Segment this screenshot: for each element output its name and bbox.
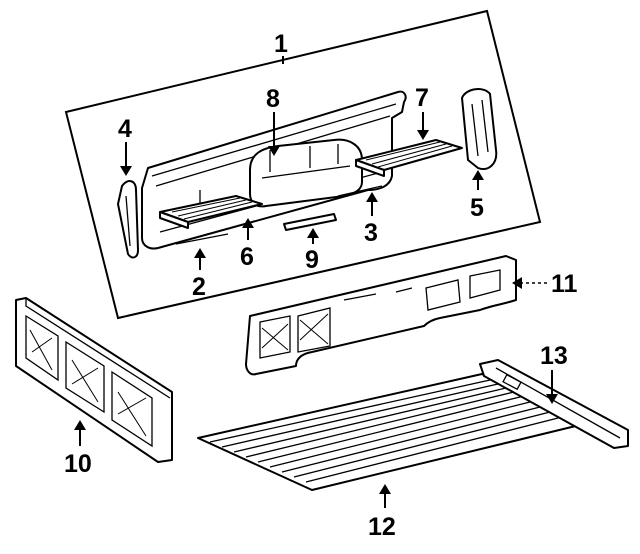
strip-part-2	[175, 233, 229, 245]
side-rail-part-13	[479, 359, 629, 449]
callout-2: 2	[192, 273, 206, 301]
tailgate-part-10	[15, 297, 173, 463]
callout-5: 5	[470, 194, 484, 222]
callout-7: 7	[415, 84, 429, 112]
callout-8: 8	[266, 85, 280, 113]
right-step-part-7	[355, 139, 463, 177]
bed-floor-part-12	[197, 373, 585, 491]
strip-part-3	[337, 185, 383, 197]
front-bed-panel-part-11	[245, 255, 517, 376]
left-step-part-6	[159, 195, 263, 229]
callout-9: 9	[305, 246, 319, 274]
callout-12: 12	[368, 513, 396, 541]
callout-6: 6	[240, 243, 254, 271]
callout-13: 13	[540, 342, 568, 370]
callout-1: 1	[274, 30, 288, 58]
center-hump-part-8	[249, 138, 363, 208]
right-pillar-part-5	[461, 88, 498, 170]
callout-11: 11	[551, 270, 578, 298]
callout-4: 4	[118, 115, 132, 143]
callout-10: 10	[64, 450, 92, 478]
callout-3: 3	[364, 219, 378, 247]
group-1-frame	[64, 9, 542, 320]
strip-part-9	[283, 213, 337, 231]
